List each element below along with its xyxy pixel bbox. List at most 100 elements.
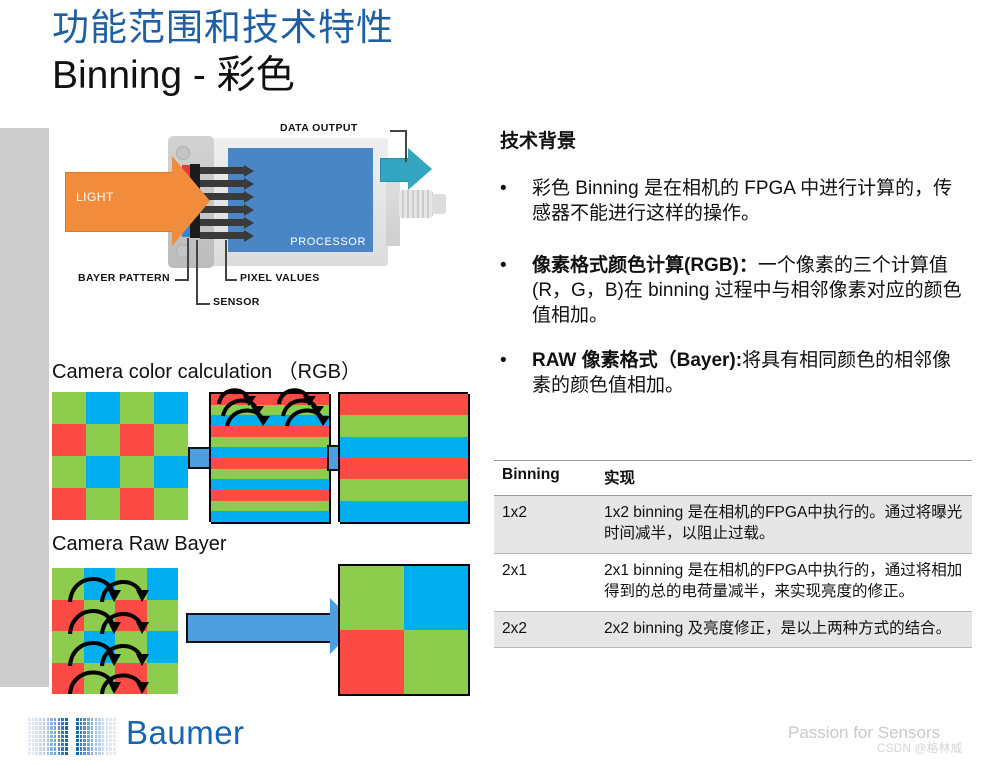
- rgb-stripe-cell: [240, 426, 272, 460]
- rgb-stripe-cell: [404, 394, 470, 460]
- cell-binning: 2x1: [494, 553, 596, 612]
- rgb-stripe-cell: [270, 458, 302, 492]
- bullet-marker: •: [500, 255, 507, 276]
- rgb-stripe-cell: [240, 458, 272, 492]
- leader-line: [225, 279, 237, 281]
- cell-binning: 2x2: [494, 611, 596, 648]
- raw-result-grid: [338, 564, 470, 696]
- rgb-stripe-cell: [211, 394, 243, 428]
- cell-implementation: 2x2 binning 及亮度修正，是以上两种方式的结合。: [596, 611, 972, 648]
- bullet-text: 彩色 Binning 是在相机的 FPGA 中进行计算的，传感器不能进行这样的操…: [532, 178, 953, 224]
- bullet-lead: 像素格式颜色计算(RGB)：: [532, 255, 758, 276]
- tech-background-heading: 技术背景: [500, 131, 577, 152]
- mosaic-cell: [154, 392, 188, 424]
- baumer-logo-icon: [28, 718, 118, 756]
- mosaic-cell: [404, 566, 468, 630]
- leader-line: [196, 240, 198, 304]
- mosaic-cell: [52, 392, 86, 424]
- camera-illustration: PROCESSOR LIGHT DATA OUTPU: [50, 120, 470, 325]
- rgb-stripe-cell: [240, 394, 272, 428]
- bayer-mosaic-raw: [52, 568, 178, 694]
- rgb-stripe-cell: [211, 458, 243, 492]
- mosaic-cell: [146, 568, 178, 600]
- mosaic-cell: [115, 568, 147, 600]
- mosaic-cell: [340, 566, 404, 630]
- mosaic-cell: [120, 456, 154, 488]
- light-label: LIGHT: [76, 190, 114, 204]
- mosaic-cell: [86, 488, 120, 520]
- mosaic-cell: [52, 456, 86, 488]
- rgb-stripe-cell: [240, 490, 272, 524]
- bullet-marker: •: [500, 350, 507, 371]
- mosaic-cell: [83, 662, 115, 694]
- mosaic-cell: [52, 488, 86, 520]
- leader-line: [405, 130, 407, 162]
- light-arrow-head: [172, 156, 210, 246]
- bayer-pattern-label: BAYER PATTERN: [78, 272, 170, 284]
- table-header-row: Binning 实现: [494, 460, 972, 496]
- left-gray-band: [0, 128, 49, 687]
- mosaic-cell: [83, 599, 115, 631]
- leader-line: [390, 130, 406, 132]
- bullet-text: 一个像素的三个计算值(R，G，B)在 binning 过程中与相邻像素对应的颜色…: [532, 255, 962, 326]
- bullet-marker: •: [500, 178, 507, 199]
- mosaic-cell: [154, 488, 188, 520]
- rgb-stripe-cell: [270, 490, 302, 524]
- data-output-arrow-head: [408, 148, 432, 190]
- rgb-stripe-cell: [211, 490, 243, 524]
- slide-subtitle: 功能范围和技术特性: [52, 7, 394, 48]
- mosaic-cell: [86, 456, 120, 488]
- rgb-stripe-cell: [340, 458, 406, 524]
- camera-connector: [399, 190, 433, 218]
- mosaic-cell: [115, 631, 147, 663]
- leader-line: [196, 303, 210, 305]
- column-header-binning: Binning: [494, 460, 596, 496]
- rgb-striped-grid: [209, 392, 331, 524]
- mosaic-cell: [86, 392, 120, 424]
- bullet-lead: RAW 像素格式（Bayer):: [532, 350, 743, 371]
- mosaic-cell: [120, 424, 154, 456]
- rgb-section-caption: Camera color calculation （RGB）: [52, 361, 361, 383]
- bullet-item: • RAW 像素格式（Bayer):将具有相同颜色的相邻像素的颜色值相加。: [500, 348, 970, 398]
- raw-section-caption: Camera Raw Bayer: [52, 533, 227, 555]
- mosaic-cell: [146, 599, 178, 631]
- mosaic-cell: [52, 424, 86, 456]
- bullet-text: 将具有相同颜色的相邻像素的颜色值相加。: [532, 350, 952, 396]
- watermark: CSDN @格林威: [877, 741, 963, 755]
- cell-implementation: 2x1 binning 是在相机的FPGA中执行的，通过将相加得到的总的电荷量减…: [596, 553, 972, 612]
- brand-name: Baumer: [126, 714, 245, 751]
- mosaic-cell: [52, 662, 84, 694]
- bullet-item: • 像素格式颜色计算(RGB)：一个像素的三个计算值(R，G，B)在 binni…: [500, 253, 970, 328]
- mosaic-cell: [120, 488, 154, 520]
- data-output-label: DATA OUTPUT: [280, 122, 358, 134]
- light-arrow: [65, 172, 177, 232]
- mosaic-cell: [154, 456, 188, 488]
- mosaic-cell: [146, 631, 178, 663]
- rgb-result-grid: [338, 392, 470, 524]
- rgb-stripe-cell: [270, 394, 302, 428]
- rgb-stripe-cell: [404, 458, 470, 524]
- processor-label: PROCESSOR: [290, 236, 366, 248]
- mosaic-cell: [83, 568, 115, 600]
- leader-line: [225, 240, 227, 280]
- sensor-label: SENSOR: [213, 296, 260, 308]
- rgb-stripe-cell: [299, 394, 331, 428]
- mosaic-cell: [52, 568, 84, 600]
- mosaic-cell: [86, 424, 120, 456]
- mosaic-cell: [52, 599, 84, 631]
- bullet-item: • 彩色 Binning 是在相机的 FPGA 中进行计算的，传感器不能进行这样…: [500, 176, 970, 226]
- mosaic-cell: [404, 630, 468, 694]
- bayer-mosaic-rgb: [52, 392, 188, 520]
- rgb-stripe-cell: [340, 394, 406, 460]
- column-header-impl: 实现: [596, 460, 972, 496]
- cell-binning: 1x2: [494, 495, 596, 554]
- data-output-arrow: [380, 158, 412, 182]
- rgb-stripe-cell: [211, 426, 243, 460]
- raw-result-arrow-body: [186, 613, 336, 643]
- camera-connector-cap: [432, 194, 446, 214]
- slide-title: Binning - 彩色: [52, 54, 295, 97]
- mosaic-cell: [83, 631, 115, 663]
